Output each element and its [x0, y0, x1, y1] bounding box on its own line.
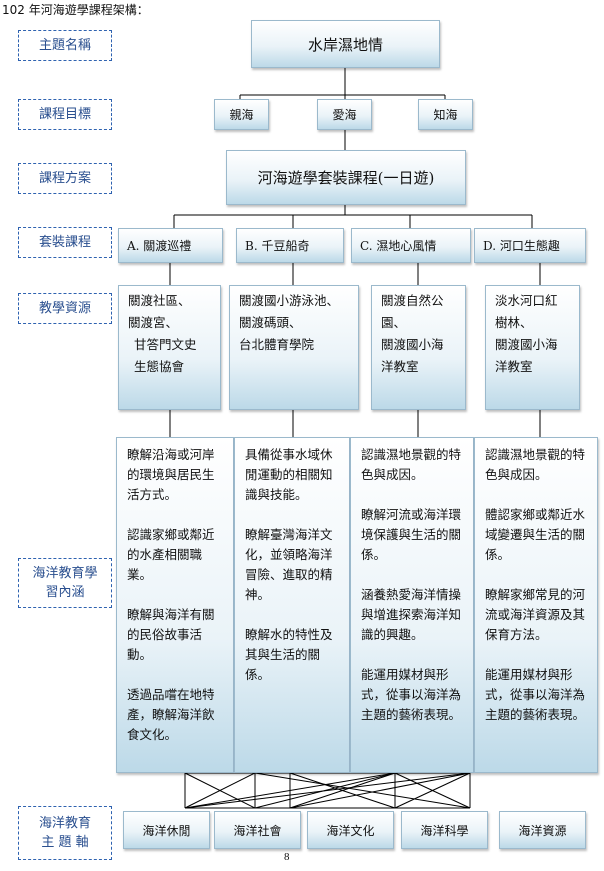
learning-item: 瞭解水的特性及其與生活的關係。 — [245, 627, 333, 682]
axis-box-5: 海洋資源 — [499, 811, 586, 849]
row-label-axis: 海洋教育主 題 軸 — [18, 806, 112, 860]
axis-box-2: 海洋社會 — [214, 811, 301, 849]
learning-item: 透過品嚐在地特產，瞭解海洋飲食文化。 — [127, 687, 215, 742]
package-a-title: A. 關渡巡禮 — [118, 228, 223, 263]
row-label-resources: 教學資源 — [18, 293, 112, 324]
resources-d: 淡水河口紅 樹林、 關渡國小海 洋教室 — [485, 285, 580, 410]
row-label-plan: 課程方案 — [18, 163, 112, 194]
learning-b: 具備從事水域休閒運動的相關知識與技能。 瞭解臺灣海洋文化，並領略海洋冒險、進取的… — [234, 437, 350, 773]
resource-item: 關渡社區、 — [128, 293, 191, 308]
resource-item: 關渡國小海 — [495, 337, 558, 352]
goal-box-2: 愛海 — [317, 99, 372, 130]
learning-item: 具備從事水域休閒運動的相關知識與技能。 — [245, 447, 333, 502]
resource-item: 樹林、 — [495, 315, 533, 330]
resource-item: 台北體育學院 — [239, 337, 315, 352]
resources-a: 關渡社區、 關渡宮、 甘答門文史 生態協會 — [118, 285, 221, 410]
package-c-title: C. 濕地心風情 — [351, 228, 471, 263]
learning-item: 瞭解與海洋有關的民俗故事活動。 — [127, 607, 215, 662]
resources-c: 關渡自然公 園、 關渡國小海 洋教室 — [371, 285, 466, 410]
row-label-theme: 主題名稱 — [18, 30, 112, 61]
row-label-goals: 課程目標 — [18, 99, 112, 130]
learning-a: 瞭解沿海或河岸的環境與居民生活方式。 認識家鄉或鄰近的水產相關職業。 瞭解與海洋… — [116, 437, 234, 773]
axis-box-3: 海洋文化 — [307, 811, 394, 849]
page-number: 8 — [284, 851, 290, 863]
resource-item: 關渡自然公 — [381, 293, 444, 308]
resource-item: 甘答門文史 — [134, 337, 197, 352]
row-label-package: 套裝課程 — [18, 227, 112, 258]
resource-item: 關渡國小海 — [381, 337, 444, 352]
learning-item: 認識家鄉或鄰近的水產相關職業。 — [127, 527, 215, 582]
row-label-learning: 海洋教育學習內涵 — [18, 558, 112, 608]
learning-item: 認識濕地景觀的特色與成因。 — [485, 447, 586, 482]
learning-item: 體認家鄉或鄰近水域變遷與生活的關係。 — [485, 507, 586, 562]
resources-b: 關渡國小游泳池、 關渡碼頭、 台北體育學院 — [229, 285, 359, 410]
learning-item: 瞭解臺灣海洋文化，並領略海洋冒險、進取的精神。 — [245, 527, 333, 602]
package-d-title: D. 河口生態趣 — [474, 228, 586, 263]
resource-item: 淡水河口紅 — [495, 293, 558, 308]
learning-item: 認識濕地景觀的特色與成因。 — [361, 447, 462, 482]
learning-item: 瞭解家鄉常見的河流或海洋資源及其保育方法。 — [485, 587, 586, 642]
plan-box: 河海遊學套裝課程(一日遊) — [226, 150, 466, 205]
resource-item: 關渡宮、 — [128, 315, 179, 330]
learning-d: 認識濕地景觀的特色與成因。 體認家鄉或鄰近水域變遷與生活的關係。 瞭解家鄉常見的… — [474, 437, 598, 773]
axis-box-4: 海洋科學 — [401, 811, 488, 849]
theme-box: 水岸濕地情 — [251, 20, 440, 68]
learning-item: 瞭解沿海或河岸的環境與居民生活方式。 — [127, 447, 215, 502]
resource-item: 關渡碼頭、 — [239, 315, 302, 330]
resource-item: 園、 — [381, 315, 407, 330]
learning-c: 認識濕地景觀的特色與成因。 瞭解河流或海洋環境保護與生活的關係。 涵養熱愛海洋情… — [350, 437, 474, 773]
resource-item: 關渡國小游泳池、 — [239, 293, 340, 308]
resource-item: 洋教室 — [381, 359, 419, 374]
learning-item: 能運用媒材與形式，從事以海洋為主題的藝術表現。 — [485, 667, 586, 722]
learning-item: 涵養熱愛海洋情操與增進探索海洋知識的興趣。 — [361, 587, 462, 642]
axis-box-1: 海洋休閒 — [123, 811, 210, 849]
resource-item: 生態協會 — [134, 359, 185, 374]
learning-item: 能運用媒材與形式，從事以海洋為主題的藝術表現。 — [361, 667, 462, 722]
package-b-title: B. 千豆船奇 — [236, 228, 344, 263]
header-title: 102 年河海遊學課程架構： — [2, 3, 149, 17]
resource-item: 洋教室 — [495, 359, 533, 374]
goal-box-1: 親海 — [214, 99, 269, 130]
learning-item: 瞭解河流或海洋環境保護與生活的關係。 — [361, 507, 462, 562]
goal-box-3: 知海 — [418, 99, 473, 130]
